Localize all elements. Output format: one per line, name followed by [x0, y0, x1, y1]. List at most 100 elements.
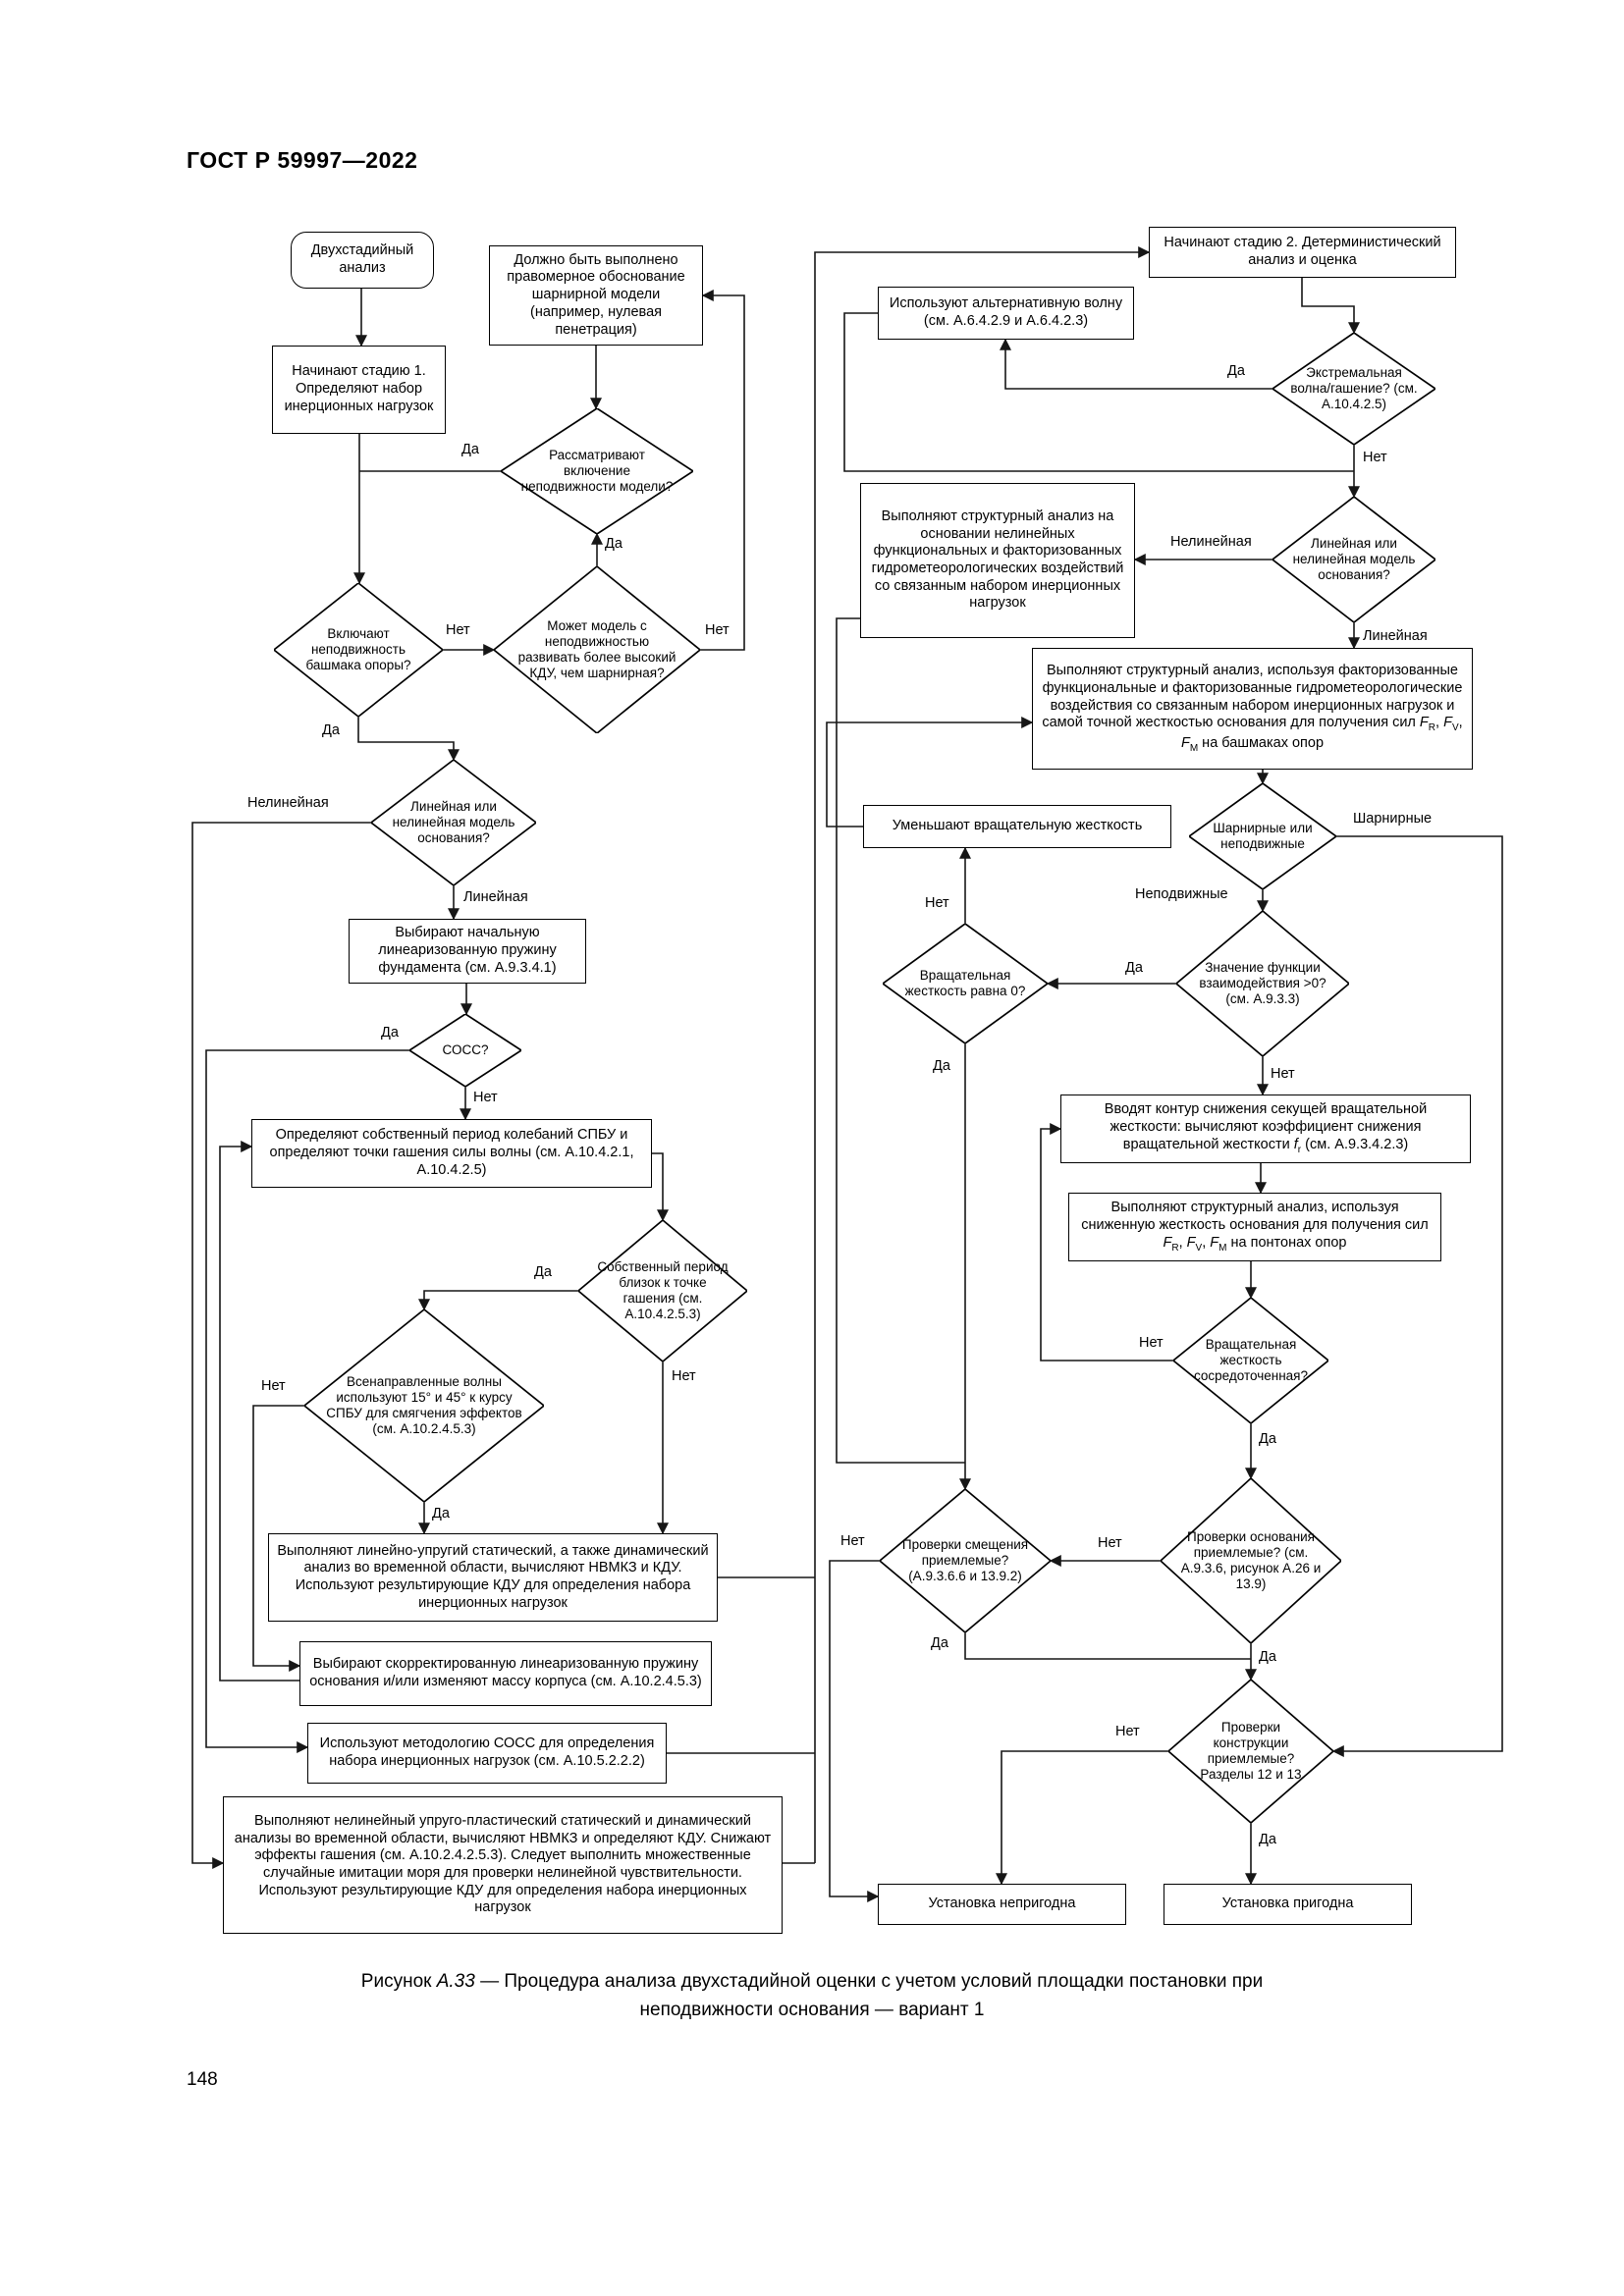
- node-corrected-spring: Выбирают скорректированную линеаризованн…: [299, 1641, 712, 1706]
- node-rot-zero: Вращательная жесткость равна 0?: [883, 924, 1048, 1043]
- edge-label-linear: Линейная: [463, 889, 528, 905]
- node-pinned-or-fixed: Шарнирные или неподвижные: [1189, 783, 1336, 889]
- node-lin-structural-text: Выполняют структурный анализ, используя …: [1042, 663, 1463, 754]
- node-stage2: Начинают стадию 2. Детерминистический ан…: [1149, 227, 1456, 278]
- node-higher-daf-text: Может модель с неподвижностью развивать …: [517, 618, 677, 680]
- node-start-text: Двухстадийный анализ: [310, 242, 414, 276]
- node-reduced-structural-text: Выполняют структурный анализ, используя …: [1081, 1200, 1429, 1254]
- diamond-shape: [1272, 497, 1435, 622]
- edge-label-no: Нет: [1098, 1535, 1122, 1551]
- edge-label-no: Нет: [1271, 1066, 1295, 1082]
- edge-label-linear: Линейная: [1363, 628, 1428, 644]
- edge-omni-no: [252, 1405, 304, 1672]
- edge-include-fixity-yes: [357, 717, 460, 762]
- node-nonlinear-analysis: Выполняют нелинейный упруго-пластический…: [223, 1796, 783, 1934]
- edge-label-no: Нет: [261, 1378, 286, 1394]
- edge-displacement-yes: [964, 1632, 1251, 1660]
- node-corrected-spring-text: Выбирают скорректированную линеаризованн…: [309, 1656, 702, 1689]
- diamond-shape: [1272, 333, 1435, 445]
- node-linear-elastic-text: Выполняют линейно-упругий статический, а…: [277, 1542, 709, 1611]
- edge-period-to-close: [652, 1152, 669, 1222]
- diamond-shape: [1161, 1478, 1341, 1643]
- node-nonlin-structural-text: Выполняют структурный анализ на основани…: [871, 507, 1124, 612]
- edge-label-no: Нет: [705, 622, 730, 638]
- node-reduce-stiffness: Уменьшают вращательную жесткость: [863, 805, 1171, 848]
- node-reduce-stiffness-text: Уменьшают вращательную жесткость: [892, 818, 1143, 834]
- diamond-shape: [409, 1014, 521, 1087]
- node-socc: СОСС?: [409, 1014, 521, 1087]
- edge-structure-no: [996, 1750, 1168, 1886]
- edge-label-no: Нет: [672, 1368, 696, 1384]
- edge-label-no: Нет: [1139, 1335, 1164, 1351]
- diamond-shape: [371, 760, 536, 885]
- figure-caption-line1: Рисунок А.33 — Процедура анализа двухста…: [360, 1971, 1264, 1992]
- edge-label-fixed: Неподвижные: [1135, 886, 1228, 902]
- edge-label-yes: Да: [931, 1635, 948, 1651]
- node-consider-fixity-text: Рассматривают включение неподвижности мо…: [520, 448, 674, 494]
- node-displacement-checks-text: Проверки смещения приемлемые? (А.9.3.6.6…: [901, 1537, 1029, 1583]
- node-include-fixity: Включают неподвижность башмака опоры?: [274, 583, 443, 717]
- edge-label-yes: Да: [1259, 1649, 1276, 1665]
- node-extreme-wave-text: Экстремальная волна/гашение? (см. А.10.4…: [1290, 365, 1418, 411]
- edge-label-yes: Да: [322, 722, 340, 738]
- node-unit-fit-text: Установка пригодна: [1221, 1896, 1354, 1912]
- edge-close-yes: [418, 1290, 578, 1311]
- node-foundation-model-2: Линейная или нелинейная модель основания…: [1272, 497, 1435, 622]
- edge-label-no: Нет: [1115, 1724, 1140, 1739]
- node-nonlinear-analysis-text: Выполняют нелинейный упруго-пластический…: [234, 1812, 772, 1916]
- node-consider-fixity: Рассматривают включение неподвижности мо…: [501, 408, 693, 534]
- node-displacement-checks: Проверки смещения приемлемые? (А.9.3.6.6…: [880, 1489, 1051, 1632]
- node-period-close: Собственный период близок к точке гашени…: [578, 1220, 747, 1362]
- edge-label-yes: Да: [432, 1506, 450, 1522]
- node-socc-method-text: Используют методологию СОСС для определе…: [319, 1735, 655, 1769]
- node-rot-zero-text: Вращательная жесткость равна 0?: [904, 968, 1026, 998]
- node-rot-concentrated: Вращательная жесткость сосредоточенная?: [1173, 1298, 1328, 1423]
- edge-stage2-to-extreme: [1301, 278, 1360, 335]
- node-alt-wave-text: Используют альтернативную волну (см. А.6…: [889, 295, 1123, 329]
- node-foundation-model-2-text: Линейная или нелинейная модель основания…: [1292, 536, 1416, 582]
- node-secant-loop: Вводят контур снижения секущей вращатель…: [1060, 1095, 1471, 1163]
- edge-label-pinned: Шарнирные: [1353, 811, 1433, 827]
- edge-label-yes: Да: [933, 1058, 950, 1074]
- node-rot-concentrated-text: Вращательная жесткость сосредоточенная?: [1194, 1337, 1308, 1383]
- edge-higher-daf-no: [700, 290, 745, 651]
- edge-label-no: Нет: [840, 1533, 865, 1549]
- node-foundation-checks: Проверки основания приемлемые? (см. А.9.…: [1161, 1478, 1341, 1643]
- node-stage2-text: Начинают стадию 2. Детерминистический ан…: [1164, 235, 1441, 268]
- diamond-shape: [1176, 911, 1349, 1056]
- node-natural-period-text: Определяют собственный период колебаний …: [269, 1127, 634, 1178]
- node-lin-structural: Выполняют структурный анализ, используя …: [1032, 648, 1473, 770]
- node-alt-wave: Используют альтернативную волну (см. А.6…: [878, 287, 1134, 340]
- edge-nonlin-structural-down: [836, 617, 965, 1464]
- node-unit-fit: Установка пригодна: [1164, 1884, 1412, 1925]
- edge-label-no: Нет: [473, 1090, 498, 1105]
- page-number: 148: [187, 2069, 218, 2090]
- diamond-shape: [274, 583, 443, 717]
- node-secant-loop-text: Вводят контур снижения секущей вращатель…: [1104, 1101, 1428, 1155]
- node-unit-unfit: Установка непригодна: [878, 1884, 1126, 1925]
- node-pinned-or-fixed-text: Шарнирные или неподвижные: [1213, 821, 1313, 851]
- edge-label-yes: Да: [534, 1264, 552, 1280]
- diamond-shape: [304, 1309, 544, 1502]
- edge-label-yes: Да: [1259, 1431, 1276, 1447]
- edge-label-no: Нет: [1363, 450, 1387, 465]
- node-stage1: Начинают стадию 1. Определяют набор инер…: [272, 346, 446, 434]
- node-natural-period: Определяют собственный период колебаний …: [251, 1119, 652, 1188]
- edge-pinned: [1331, 835, 1503, 1757]
- edge-label-yes: Да: [605, 536, 623, 552]
- diamond-shape: [578, 1220, 747, 1362]
- edge-label-yes: Да: [1227, 363, 1245, 379]
- node-foundation-model-1: Линейная или нелинейная модель основания…: [371, 760, 536, 885]
- diamond-shape: [494, 566, 700, 733]
- figure-caption-line2: неподвижности основания — вариант 1: [639, 2000, 985, 2021]
- edge-label-yes: Да: [1125, 960, 1143, 976]
- node-unit-unfit-text: Установка непригодна: [928, 1896, 1076, 1912]
- node-nonlin-structural: Выполняют структурный анализ на основани…: [860, 483, 1135, 638]
- node-extreme-wave: Экстремальная волна/гашение? (см. А.10.4…: [1272, 333, 1435, 445]
- node-start: Двухстадийный анализ: [291, 232, 434, 289]
- node-reduced-structural: Выполняют структурный анализ, используя …: [1068, 1193, 1441, 1261]
- node-stage1-text: Начинают стадию 1. Определяют набор инер…: [284, 363, 434, 414]
- node-include-fixity-text: Включают неподвижность башмака опоры?: [305, 626, 411, 672]
- diamond-shape: [1173, 1298, 1328, 1423]
